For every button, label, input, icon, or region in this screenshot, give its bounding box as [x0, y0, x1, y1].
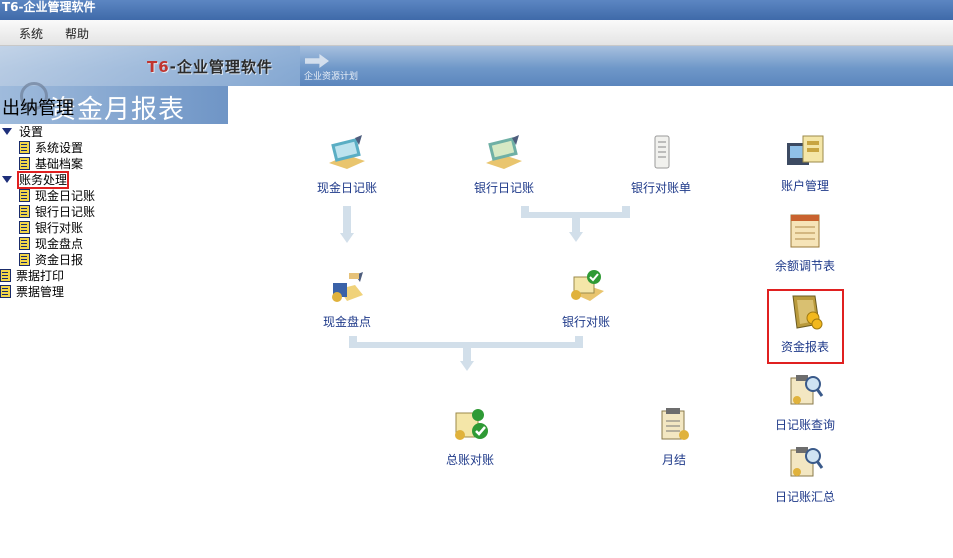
- tree-item-bank-journal[interactable]: 银行日记账: [19, 204, 95, 220]
- ledger-reconcile-button[interactable]: 总账对账: [415, 405, 525, 468]
- window-title-bar: T6-企业管理软件: [0, 0, 953, 20]
- bank-journal-button[interactable]: 银行日记账: [449, 133, 559, 196]
- journal-query-button[interactable]: 日记账查询: [750, 370, 860, 433]
- flow-connector: [463, 346, 471, 361]
- arrow-down-icon: [460, 361, 474, 371]
- balance-adjust-button[interactable]: 余额调节表: [750, 211, 860, 274]
- scroll-icon: [654, 135, 670, 169]
- flow-connector: [349, 342, 583, 348]
- flow-connector: [572, 216, 580, 232]
- arrow-down-icon: [569, 232, 583, 242]
- journal-query-icon: [790, 375, 824, 405]
- bank-journal-icon: [486, 135, 522, 169]
- fund-report-icon: [792, 295, 823, 330]
- flow-connector: [343, 206, 351, 233]
- tree-item-bank-reconcile[interactable]: 银行对账: [19, 220, 83, 236]
- document-icon: [19, 221, 30, 234]
- document-icon: [19, 205, 30, 218]
- tree-item-cash-journal[interactable]: 现金日记账: [19, 188, 95, 204]
- arrow-icon: [305, 54, 329, 68]
- highlight-box: [767, 289, 844, 364]
- expand-icon[interactable]: [2, 176, 12, 183]
- document-icon: [19, 237, 30, 250]
- cash-journal-icon: [329, 135, 365, 169]
- menu-bar: 系统 帮助: [0, 20, 953, 46]
- balance-adjust-icon: [790, 214, 820, 248]
- page-title: 资金月报表: [50, 95, 186, 125]
- tree-item-cash-count[interactable]: 现金盘点: [19, 236, 83, 252]
- journal-summary-icon: [790, 447, 824, 477]
- account-manage-icon: [787, 135, 824, 165]
- bank-statement-button[interactable]: 银行对账单: [606, 133, 716, 196]
- app-banner: T6-企业管理软件 企业资源计划: [0, 46, 953, 86]
- tree-node-settings[interactable]: 设置: [2, 124, 43, 140]
- document-icon: [19, 253, 30, 266]
- tree-item-fund-daily[interactable]: 资金日报: [19, 252, 83, 268]
- month-end-icon: [661, 408, 689, 440]
- month-end-button[interactable]: 月结: [619, 405, 729, 468]
- page-title-bar: 资金月报表 出纳管理: [0, 82, 228, 125]
- document-icon: [19, 189, 30, 202]
- tree-item-basic-archives[interactable]: 基础档案: [19, 156, 83, 172]
- account-manage-button[interactable]: 账户管理: [750, 131, 860, 194]
- window-title: T6-企业管理软件: [2, 0, 96, 14]
- banner-subtitle: 企业资源计划: [304, 72, 359, 82]
- journal-summary-button[interactable]: 日记账汇总: [750, 442, 860, 505]
- cash-count-button[interactable]: 现金盘点: [292, 267, 402, 330]
- bank-reconcile-button[interactable]: 银行对账: [531, 267, 641, 330]
- document-icon: [19, 141, 30, 154]
- expand-icon[interactable]: [2, 128, 12, 135]
- flow-connector: [521, 212, 630, 218]
- magnifier-icon: [20, 82, 48, 110]
- cash-journal-button[interactable]: 现金日记账: [292, 133, 402, 196]
- tree-item-bill-print[interactable]: 票据打印: [0, 268, 64, 284]
- menu-system[interactable]: 系统: [19, 27, 44, 41]
- arrow-down-icon: [340, 233, 354, 243]
- tree-node-accounting[interactable]: 账务处理: [2, 171, 70, 189]
- document-icon: [19, 157, 30, 170]
- bank-reconcile-icon: [571, 270, 604, 301]
- document-icon: [0, 269, 11, 282]
- menu-help[interactable]: 帮助: [65, 27, 90, 41]
- document-icon: [0, 285, 11, 298]
- app-logo: T6-企业管理软件: [147, 58, 273, 76]
- tree-item-system-settings[interactable]: 系统设置: [19, 140, 83, 156]
- ledger-reconcile-icon: [455, 409, 488, 440]
- tree-item-bill-manage[interactable]: 票据管理: [0, 284, 64, 300]
- fund-report-button[interactable]: 资金报表: [750, 292, 860, 355]
- module-title: 出纳管理: [2, 98, 74, 119]
- cash-count-icon: [332, 272, 363, 302]
